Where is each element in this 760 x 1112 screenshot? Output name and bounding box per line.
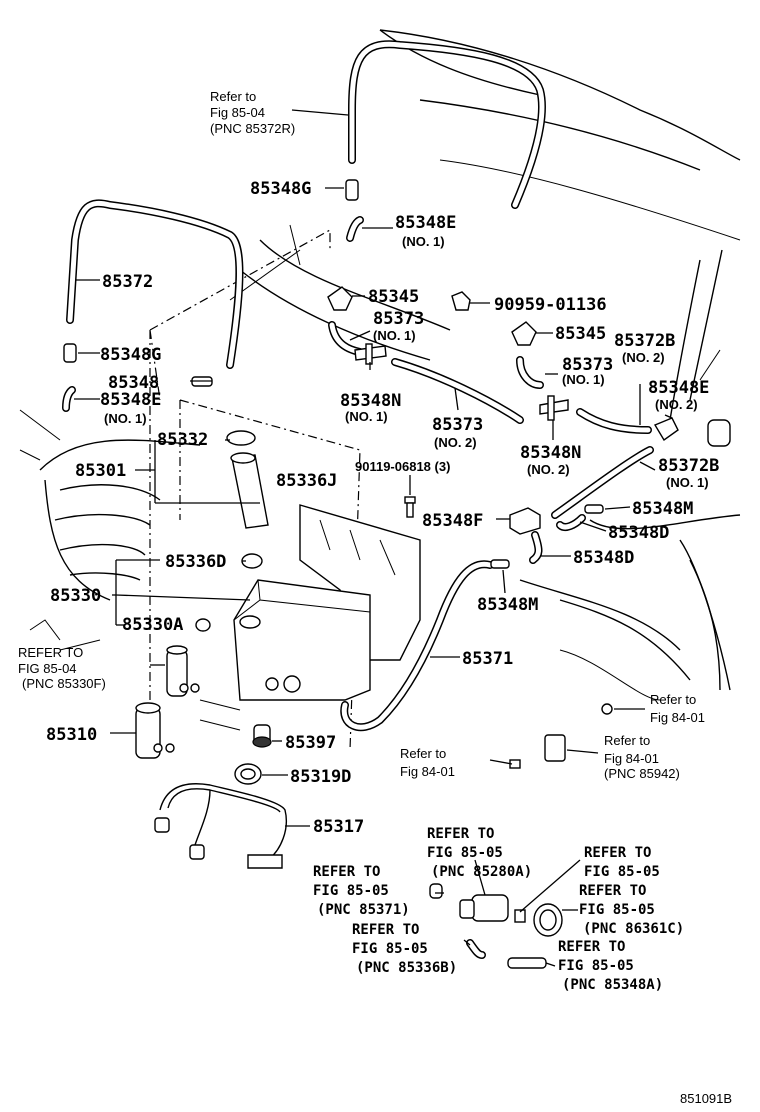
assembly-dashed-outline [149,228,361,751]
part-label: 85336J [276,471,337,491]
reference-note: REFER TO [313,864,380,880]
part-label: 85345 [368,287,419,307]
part-label: 85348G [100,345,161,365]
reference-note: (PNC 85372R) [210,121,295,136]
reference-note: (PNC 85280A) [431,864,532,880]
reference-note: REFER TO [558,939,625,955]
part-label: 85348F [422,511,483,531]
reference-note: Fig 84-01 [604,751,659,766]
part-label: 85348N [340,391,401,411]
reference-note: REFER TO [427,826,494,842]
part-labels: 85348G 85348E (NO. 1) 85372 85345 90959-… [46,179,719,837]
reference-note: Fig 84-01 [400,764,455,779]
part-sublabel: (NO. 2) [527,462,570,477]
part-label: 85372B [614,331,675,351]
reference-note: (PNC 85336B) [356,960,457,976]
part-label: 85348 [108,373,159,393]
part-sublabel: (NO. 1) [373,328,416,343]
part-label: 85372B [658,456,719,476]
part-sublabel: (NO. 2) [655,397,698,412]
reference-note: Fig 85-04 [210,105,265,120]
part-label: 85319D [290,767,351,787]
part-label: 85348E [648,378,709,398]
reference-note: FIG 85-05 [313,883,389,899]
figure-code: 851091B [680,1091,732,1106]
reference-note: (PNC 85348A) [562,977,663,993]
part-label: 85348D [573,548,634,568]
reference-note: FIG 85-05 [579,902,655,918]
reference-note: FIG 85-05 [558,958,634,974]
part-label: 85348M [632,499,693,519]
part-label: 85336D [165,552,226,572]
part-label: 85301 [75,461,126,481]
reference-note: (PNC 86361C) [583,921,684,937]
part-sublabel: (NO. 1) [666,475,709,490]
reference-note: (PNC 85942) [604,766,680,781]
part-label: 85348E [100,390,161,410]
reference-note: Refer to [650,692,696,707]
reference-note: Refer to [210,89,256,104]
part-label: 85373 [562,355,613,375]
reference-note: Fig 84-01 [650,710,705,725]
part-label: 85348D [608,523,669,543]
reference-note: REFER TO [584,845,651,861]
part-label: 85371 [462,649,513,669]
reference-note: REFER TO [18,645,83,660]
reference-note: FIG 85-05 [352,941,428,957]
part-sublabel: (NO. 2) [434,435,477,450]
reference-note: FIG 85-04 [18,661,77,676]
reference-note: REFER TO [579,883,646,899]
reference-note: (PNC 85330F) [22,676,106,691]
part-label: 85348M [477,595,538,615]
part-label: 85345 [555,324,606,344]
part-label: 85332 [157,430,208,450]
part-sublabel: (NO. 1) [104,411,147,426]
part-sublabel: (NO. 2) [622,350,665,365]
reference-note: FIG 85-05 [427,845,503,861]
components [62,179,679,969]
part-label: 90959-01136 [494,295,607,315]
reference-note: FIG 85-05 [584,864,660,880]
reference-note: Refer to [400,746,446,761]
reference-note: (PNC 85371) [317,902,410,918]
part-label: 85310 [46,725,97,745]
part-label: 85397 [285,733,336,753]
part-label: 85372 [102,272,153,292]
part-label: 85348N [520,443,581,463]
reference-note: Refer to [604,733,650,748]
part-sublabel: (NO. 1) [402,234,445,249]
leader-lines [74,109,673,967]
part-sublabel: (NO. 1) [345,409,388,424]
part-label: 85373 [373,309,424,329]
reference-note: REFER TO [352,922,419,938]
reference-labels: Refer to Fig 85-04 (PNC 85372R) REFER TO… [18,89,705,993]
part-label: 85330 [50,586,101,606]
part-label: 85348E [395,213,456,233]
part-label: 90119-06818 (3) [355,459,450,474]
part-label: 85348G [250,179,311,199]
part-label: 85317 [313,817,364,837]
part-label: 85373 [432,415,483,435]
part-label: 85330A [122,615,183,635]
part-sublabel: (NO. 1) [562,372,605,387]
